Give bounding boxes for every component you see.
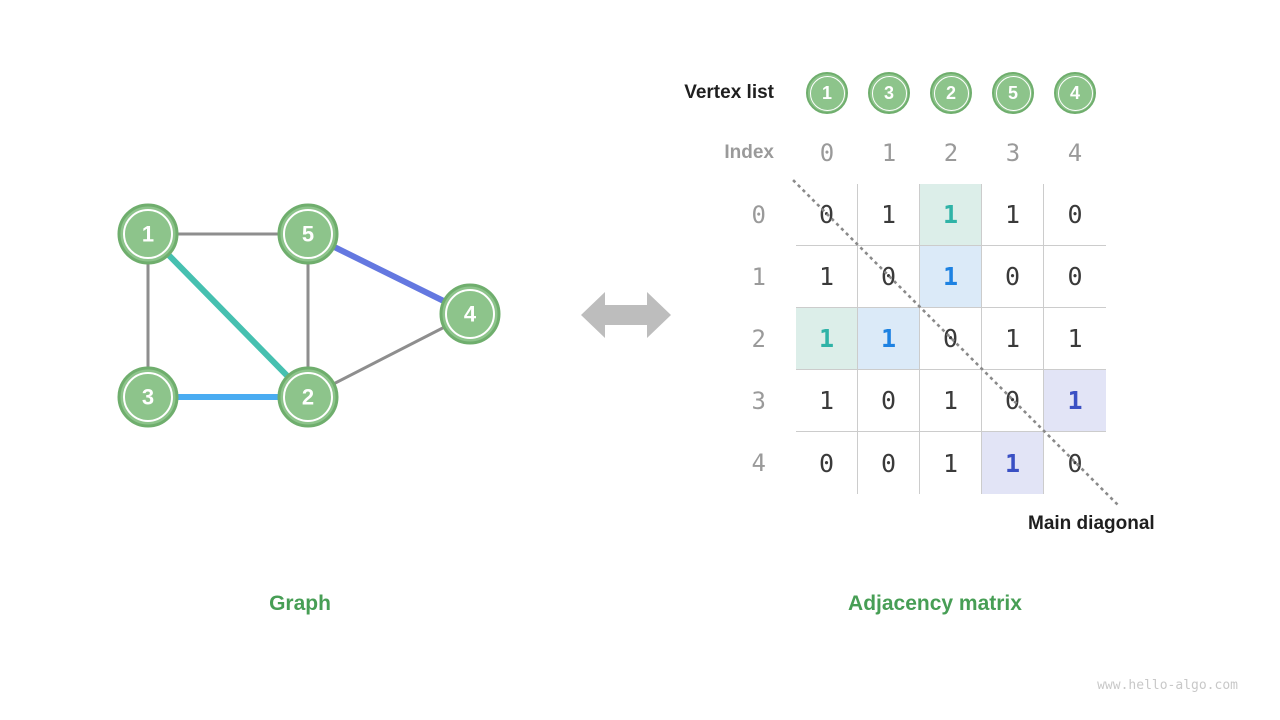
matrix-cell-2-0: 1 — [796, 308, 858, 370]
matrix-cell-1-1: 0 — [858, 246, 920, 308]
edge-1-2 — [145, 231, 311, 400]
adjacency-matrix-caption: Adjacency matrix — [848, 592, 1022, 615]
matrix-cell-2-4: 1 — [1044, 308, 1106, 370]
graph-vertex-4: 4 — [439, 283, 501, 345]
matrix-cell-2-3: 1 — [982, 308, 1044, 370]
main-diagonal-label: Main diagonal — [1028, 513, 1155, 534]
vertex-list-row: Vertex list 1 3 2 5 4 — [640, 71, 1106, 115]
graph-vertex-4-label: 4 — [464, 302, 477, 327]
graph-figure: 1 5 4 3 2 — [117, 203, 501, 428]
col-index-4: 4 — [1067, 139, 1083, 167]
matrix-cell-2-1: 1 — [858, 308, 920, 370]
matrix-cell-4-4: 0 — [1067, 448, 1083, 478]
row-index-0: 0 — [751, 201, 766, 229]
bidirectional-arrow-icon — [581, 292, 671, 338]
graph-caption: Graph — [269, 592, 331, 615]
vertex-list-label: Vertex list — [684, 82, 774, 103]
adjacency-matrix: 0 0 1 1 1 0 1 1 0 1 0 0 2 1 1 0 1 1 3 1 … — [640, 184, 1106, 494]
matrix-cell-3-3: 0 — [982, 370, 1044, 432]
vertex-list-item-0: 1 — [806, 72, 848, 114]
graph-vertex-5-label: 5 — [302, 222, 314, 247]
matrix-cell-0-0: 0 — [796, 184, 858, 246]
row-index-2: 2 — [751, 325, 766, 353]
graph-vertex-3: 3 — [117, 366, 179, 428]
graph-vertex-5: 5 — [277, 203, 339, 265]
matrix-cell-3-1: 0 — [858, 370, 920, 432]
matrix-cell-4-3: 1 — [982, 432, 1044, 494]
index-label: Index — [724, 142, 774, 163]
matrix-cell-1-2: 1 — [920, 246, 982, 308]
matrix-cell-0-1: 1 — [858, 184, 920, 246]
graph-vertex-2-label: 2 — [302, 385, 314, 410]
matrix-cell-0-3: 1 — [982, 184, 1044, 246]
matrix-cell-4-2: 1 — [920, 432, 982, 494]
col-index-2: 2 — [943, 139, 959, 167]
row-index-1: 1 — [751, 263, 766, 291]
index-header-row: Index 0 1 2 3 4 — [640, 139, 1106, 167]
row-index-3: 3 — [751, 387, 766, 415]
vertex-list-item-4: 4 — [1054, 72, 1096, 114]
watermark: www.hello-algo.com — [1097, 678, 1238, 693]
col-index-0: 0 — [819, 139, 835, 167]
graph-vertex-3-label: 3 — [142, 385, 154, 410]
vertex-list-item-3: 5 — [992, 72, 1034, 114]
col-index-3: 3 — [1005, 139, 1021, 167]
matrix-cell-4-1: 0 — [858, 432, 920, 494]
graph-vertex-1: 1 — [117, 203, 179, 265]
matrix-cell-0-4: 0 — [1044, 184, 1106, 246]
matrix-cell-0-2: 1 — [920, 184, 982, 246]
vertex-list-item-1: 3 — [868, 72, 910, 114]
matrix-cell-3-0: 1 — [796, 370, 858, 432]
vertex-list-item-2: 2 — [930, 72, 972, 114]
matrix-cell-1-4: 0 — [1044, 246, 1106, 308]
graph-vertex-1-label: 1 — [142, 222, 154, 247]
matrix-cell-3-2: 1 — [920, 370, 982, 432]
matrix-cell-1-0: 1 — [796, 246, 858, 308]
matrix-cell-3-4: 1 — [1044, 370, 1106, 432]
matrix-cell-4-0: 0 — [796, 432, 858, 494]
col-index-1: 1 — [881, 139, 897, 167]
matrix-cell-1-3: 0 — [982, 246, 1044, 308]
graph-vertex-2: 2 — [277, 366, 339, 428]
matrix-cell-2-2: 0 — [920, 308, 982, 370]
row-index-4: 4 — [751, 449, 766, 477]
